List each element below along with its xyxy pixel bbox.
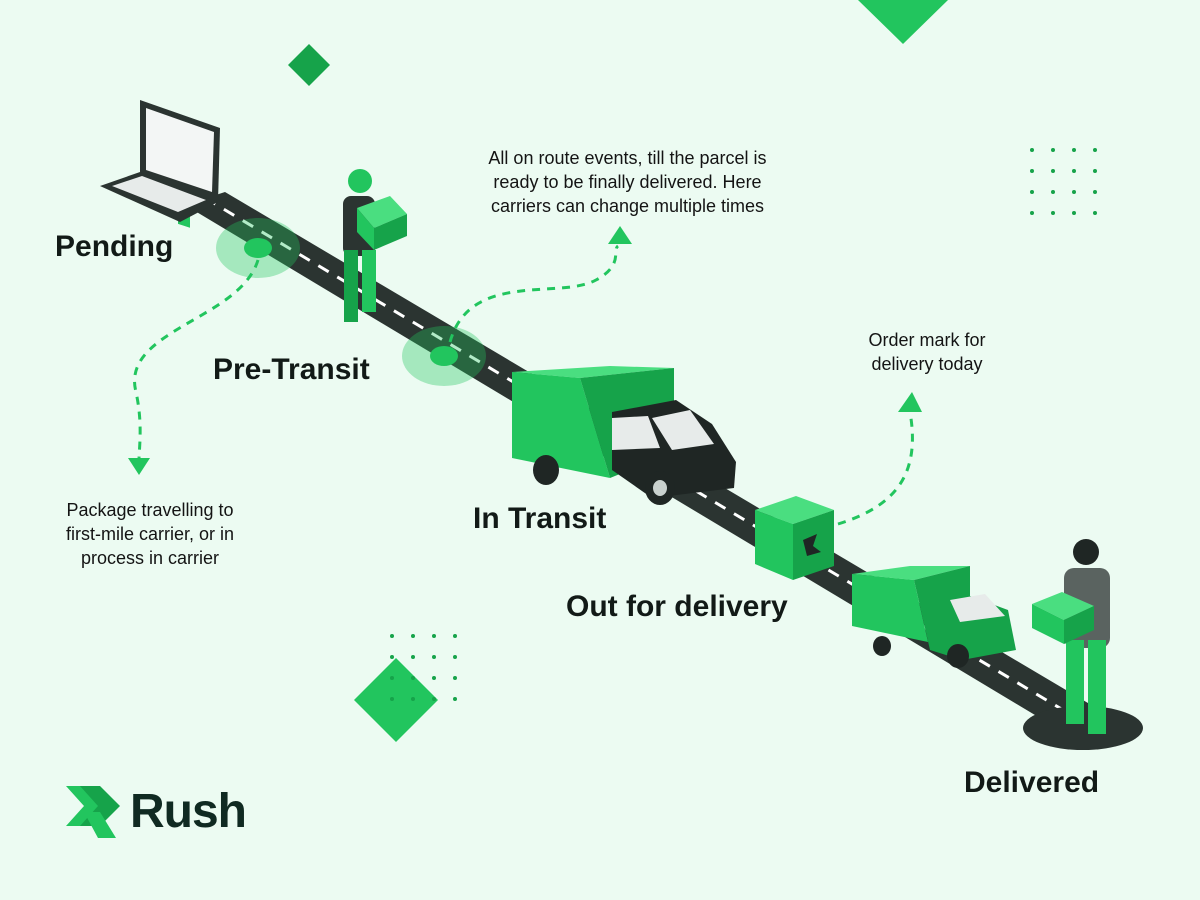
- decor-dot: [1072, 169, 1076, 173]
- decor-dot: [453, 676, 457, 680]
- delivery-van-icon: [852, 566, 1016, 668]
- decor-dot: [432, 655, 436, 659]
- decor-dot: [390, 655, 394, 659]
- decor-dot: [1093, 148, 1097, 152]
- decor-dot: [411, 697, 415, 701]
- status-point-pretransit: [402, 326, 486, 386]
- decor-dot: [432, 634, 436, 638]
- decor-dot: [1030, 190, 1034, 194]
- decor-dot: [453, 697, 457, 701]
- stage-label-out-for-delivery: Out for delivery: [566, 590, 788, 623]
- decor-dot: [1030, 169, 1034, 173]
- arrow-intransit-note: [448, 244, 620, 343]
- decor-dot: [1093, 190, 1097, 194]
- decor-dot: [1072, 190, 1076, 194]
- parcel-box-icon: [755, 496, 834, 580]
- decor-dot: [1093, 211, 1097, 215]
- decor-dot: [390, 676, 394, 680]
- status-point-pending: [216, 218, 300, 278]
- decor-dot: [390, 634, 394, 638]
- note-out-for-delivery: Order mark for delivery today: [868, 330, 986, 374]
- stage-label-in-transit: In Transit: [473, 502, 607, 535]
- decor-dot: [1051, 211, 1055, 215]
- dot-grid-bottom: [390, 634, 457, 701]
- decor-dot: [1030, 148, 1034, 152]
- recipient-icon: [1032, 539, 1110, 734]
- arrowhead-outfor: [898, 392, 922, 412]
- decor-dot: [1072, 211, 1076, 215]
- note-pre-transit: Package travelling to first-mile carrier…: [65, 500, 235, 568]
- decor-dot: [432, 676, 436, 680]
- stage-label-pending: Pending: [55, 230, 174, 263]
- note-in-transit: All on route events, till the parcel is …: [488, 148, 767, 216]
- decor-dot: [1051, 169, 1055, 173]
- brand-name: Rush: [130, 784, 247, 838]
- decor-dot: [390, 697, 394, 701]
- diamond-bottom: [354, 658, 438, 742]
- decor-dot: [453, 655, 457, 659]
- stage-label-pre-transit: Pre-Transit: [213, 353, 370, 386]
- laptop-icon: [100, 100, 220, 228]
- courier-icon: [343, 169, 407, 322]
- arrow-pretransit-note: [133, 259, 260, 459]
- decor-dot: [453, 634, 457, 638]
- diamond-top-right: [858, 0, 948, 44]
- arrowhead-pretransit: [128, 458, 150, 475]
- decor-dot: [1072, 148, 1076, 152]
- stage-label-delivered: Delivered: [964, 766, 1100, 799]
- rush-logo-icon: [66, 786, 120, 838]
- decor-dot: [1093, 169, 1097, 173]
- brand-logo: Rush: [66, 782, 247, 840]
- diamond-top: [288, 44, 330, 86]
- decor-dot: [1051, 148, 1055, 152]
- arrowhead-intransit: [608, 226, 632, 244]
- decor-dot: [1051, 190, 1055, 194]
- dot-grid-top-right: [1030, 148, 1097, 215]
- decor-dot: [411, 655, 415, 659]
- decor-dot: [411, 634, 415, 638]
- box-truck-icon: [512, 366, 736, 505]
- decor-dot: [432, 697, 436, 701]
- decor-dot: [1030, 211, 1034, 215]
- decor-dot: [411, 676, 415, 680]
- arrow-outfor-note: [837, 411, 914, 526]
